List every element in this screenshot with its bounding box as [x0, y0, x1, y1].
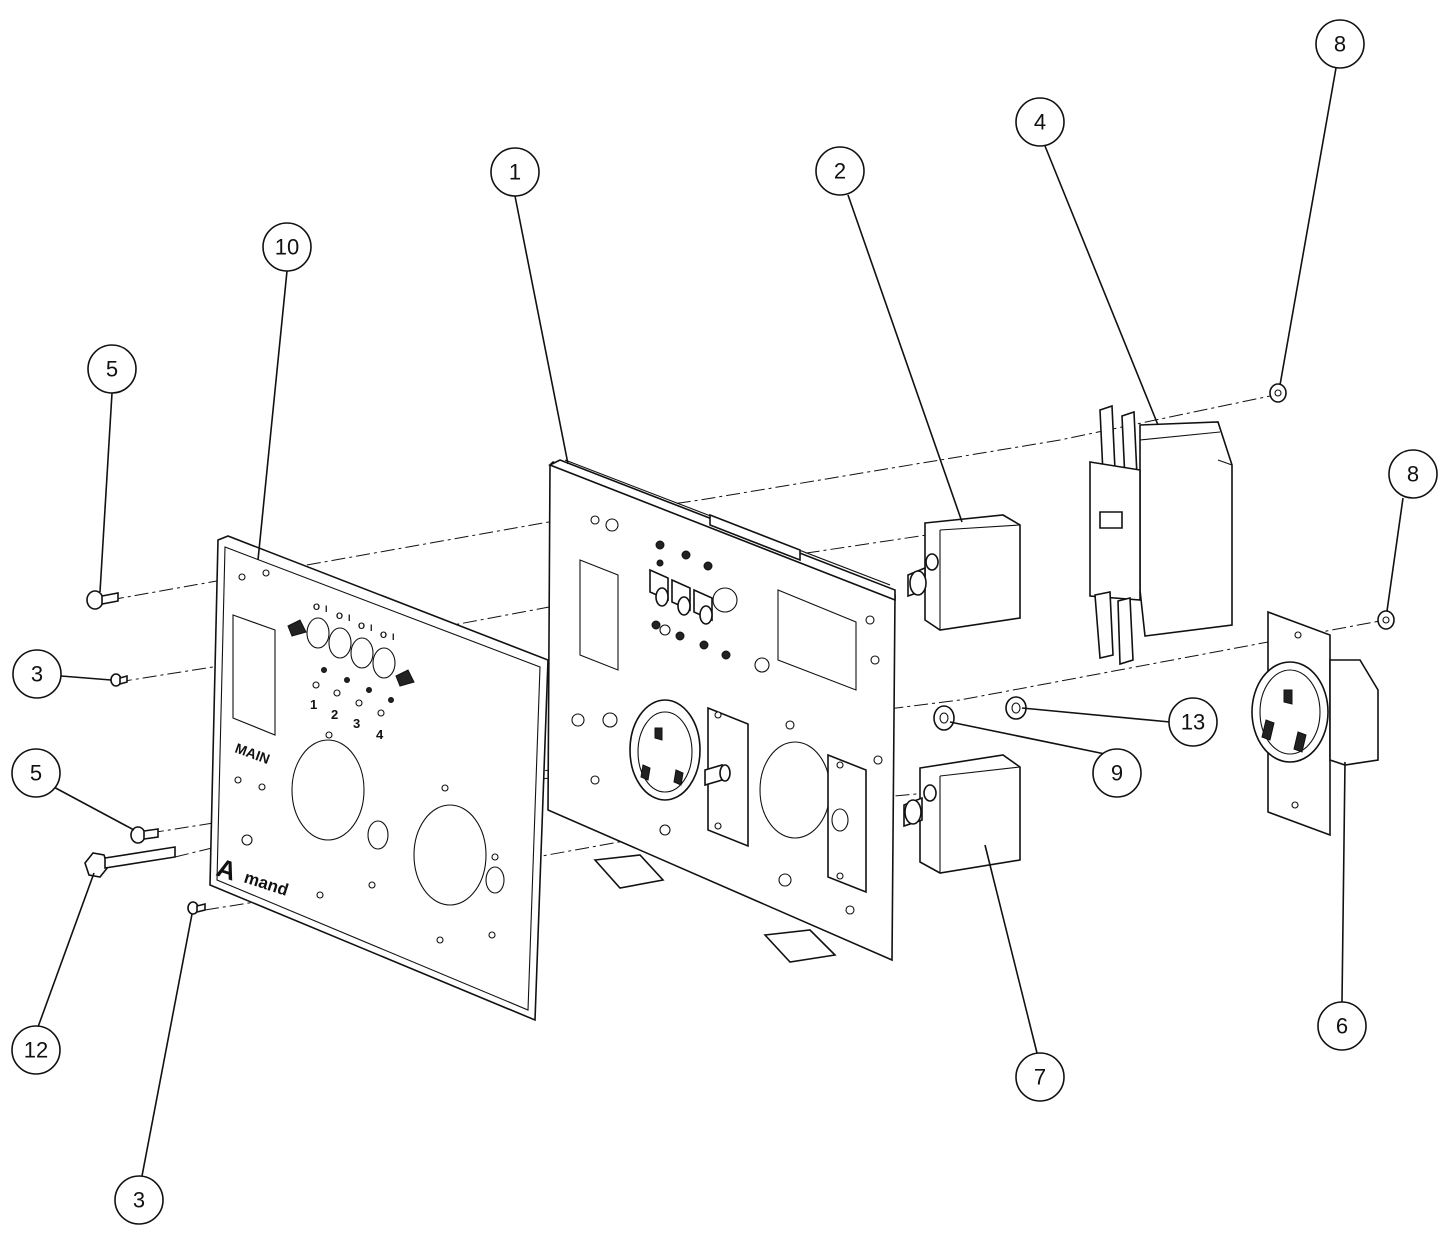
circuit-breaker-part-2	[907, 514, 1021, 631]
switch-mark: O	[313, 602, 320, 612]
callout-4: 4	[1015, 97, 1065, 147]
switch-state-marks: O I O I O I O I	[313, 602, 395, 642]
callout-label: 5	[106, 357, 118, 382]
screw-part-5-upper	[86, 590, 119, 610]
circuit-number-4: 4	[376, 727, 384, 742]
circuit-number-2: 2	[331, 707, 338, 722]
nut-part-8-upper	[1269, 383, 1287, 403]
callout-label: 5	[30, 761, 42, 786]
callout-6: 6	[1317, 1001, 1367, 1051]
callout-label: 4	[1034, 110, 1046, 135]
callout-10: 10	[262, 222, 312, 272]
switch-mark: O	[358, 621, 365, 631]
circuit-number-3: 3	[353, 716, 360, 731]
faceplate-decal-part-10: MAIN 1 2 3 4 O I O I O I O I A mand	[209, 535, 549, 1022]
switch-mark: O	[380, 630, 387, 640]
callout-9: 9	[1092, 748, 1142, 798]
switch-mark: I	[348, 613, 351, 623]
callout-label: 8	[1407, 462, 1419, 487]
screw-part-3-lower	[187, 901, 206, 915]
callout-label: 6	[1336, 1014, 1348, 1039]
receptacle-part-6	[1251, 610, 1379, 837]
callout-7: 7	[1015, 1052, 1065, 1102]
circuit-number-labels: 1 2 3 4	[310, 697, 384, 742]
switch-mark: I	[325, 604, 328, 614]
callout-13: 13	[1168, 697, 1218, 747]
bolt-part-12	[84, 846, 176, 878]
callout-1: 1	[490, 147, 540, 197]
lock-washer-part-9	[933, 705, 955, 731]
callout-label: 13	[1181, 710, 1205, 735]
callout-label: 2	[834, 159, 846, 184]
callout-2: 2	[815, 146, 865, 196]
screw-part-3-upper	[110, 673, 128, 687]
circuit-breaker-part-7	[903, 754, 1021, 874]
callout-label: 7	[1034, 1065, 1046, 1090]
toggle-switch-group	[649, 568, 713, 625]
callout-label: 9	[1111, 761, 1123, 786]
callout-label: 10	[275, 235, 299, 260]
switch-mark: I	[392, 632, 395, 642]
leader-lines	[37, 67, 1404, 1177]
callout-3-lower: 3	[114, 1175, 164, 1225]
callout-12: 12	[11, 1025, 61, 1075]
switch-mark: O	[336, 611, 343, 621]
callout-8-upper: 8	[1315, 19, 1365, 69]
callout-label: 12	[24, 1038, 48, 1063]
lock-icon	[395, 669, 415, 687]
nut-part-8-lower	[1377, 610, 1395, 630]
callout-8-lower: 8	[1388, 449, 1438, 499]
callout-label: 8	[1334, 32, 1346, 57]
screw-part-5-lower	[130, 826, 159, 844]
circuit-number-1: 1	[310, 697, 317, 712]
callout-label: 3	[31, 662, 43, 687]
callout-3-upper: 3	[12, 649, 62, 699]
callout-label: 3	[133, 1188, 145, 1213]
callout-5-upper: 5	[87, 344, 137, 394]
main-breaker-part-4	[1089, 404, 1233, 666]
callout-5-lower: 5	[11, 748, 61, 798]
callout-label: 1	[509, 160, 521, 185]
main-panel-part-1	[547, 459, 896, 963]
switch-mark: I	[370, 623, 373, 633]
lock-icon	[287, 619, 307, 637]
